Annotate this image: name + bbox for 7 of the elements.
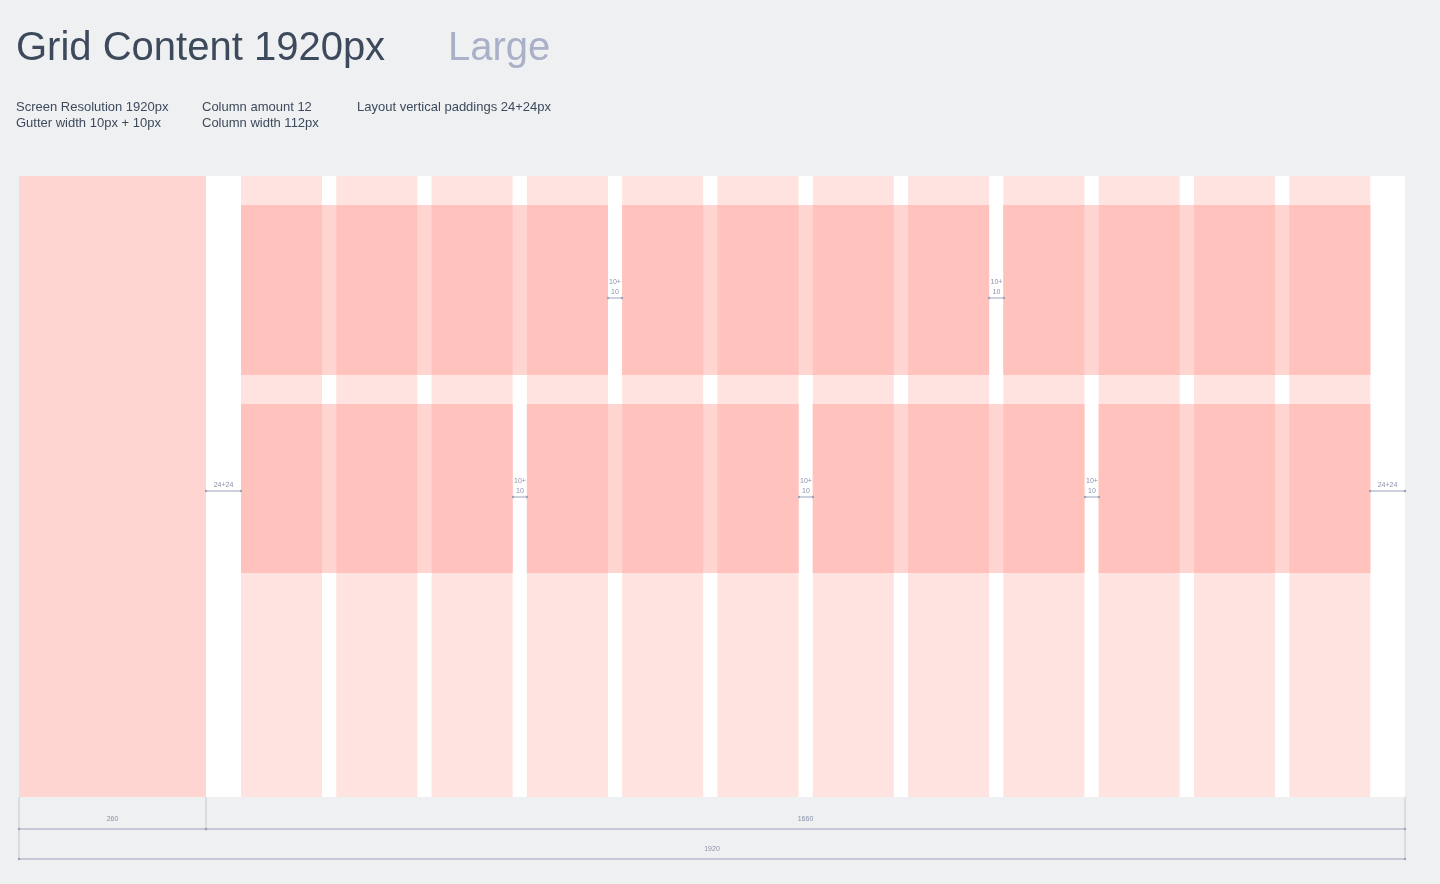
spec-text: Column amount 12 [202,99,312,114]
subtitle: Large [448,24,551,69]
spec-text: Screen Resolution 1920px [16,99,169,114]
title: Grid Content 1920px [16,24,386,69]
spec-text: Gutter width 10px + 10px [16,115,161,130]
spec-text: Layout vertical paddings 24+24px [357,99,552,114]
spec-text: Column width 112px [202,115,319,130]
